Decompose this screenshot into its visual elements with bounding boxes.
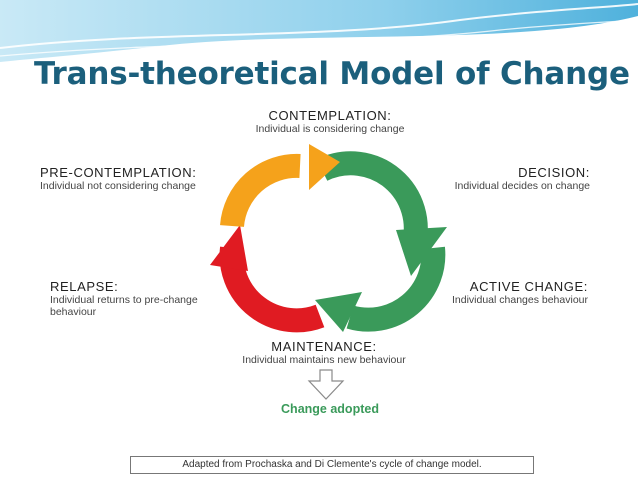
header-banner bbox=[0, 0, 638, 62]
stage-description: Individual maintains new behaviour bbox=[242, 354, 406, 366]
stage-name: ACTIVE CHANGE: bbox=[469, 279, 588, 294]
stage-name: RELAPSE: bbox=[50, 279, 119, 294]
stage-maintenance: MAINTENANCE: Individual maintains new be… bbox=[214, 339, 434, 366]
page-title: Trans-theoretical Model of Change bbox=[34, 56, 630, 92]
stage-description: Individual changes behaviour bbox=[451, 294, 588, 306]
stage-name: CONTEMPLATION: bbox=[268, 108, 392, 123]
stage-description-line-2: behaviour bbox=[50, 306, 97, 318]
stage-description: Individual not considering change bbox=[40, 180, 196, 192]
stage-description: Individual decides on change bbox=[454, 180, 590, 192]
stage-decision: DECISION: Individual decides on change bbox=[410, 165, 590, 192]
stage-description-line-1: Individual returns to pre-change bbox=[50, 294, 198, 306]
arrow-head-contemplation bbox=[309, 144, 340, 190]
stage-name: PRE-CONTEMPLATION: bbox=[40, 165, 197, 180]
stage-contemplation: CONTEMPLATION: Individual is considering… bbox=[220, 108, 440, 135]
stage-name: MAINTENANCE: bbox=[271, 339, 377, 354]
arrow-head-relapse bbox=[210, 225, 248, 271]
stage-name: DECISION: bbox=[518, 165, 590, 180]
stage-active-change: ACTIVE CHANGE: Individual changes behavi… bbox=[410, 279, 588, 306]
stage-relapse: RELAPSE: Individual returns to pre-chang… bbox=[50, 279, 250, 318]
stage-precontemplation: PRE-CONTEMPLATION: Individual not consid… bbox=[40, 165, 260, 192]
arrow-head-active-change bbox=[315, 292, 362, 332]
stage-description: Individual is considering change bbox=[255, 123, 405, 135]
citation-box: Adapted from Prochaska and Di Clemente's… bbox=[130, 456, 534, 474]
outcome-arrow-icon bbox=[307, 369, 345, 400]
outcome-label: Change adopted bbox=[281, 402, 379, 416]
